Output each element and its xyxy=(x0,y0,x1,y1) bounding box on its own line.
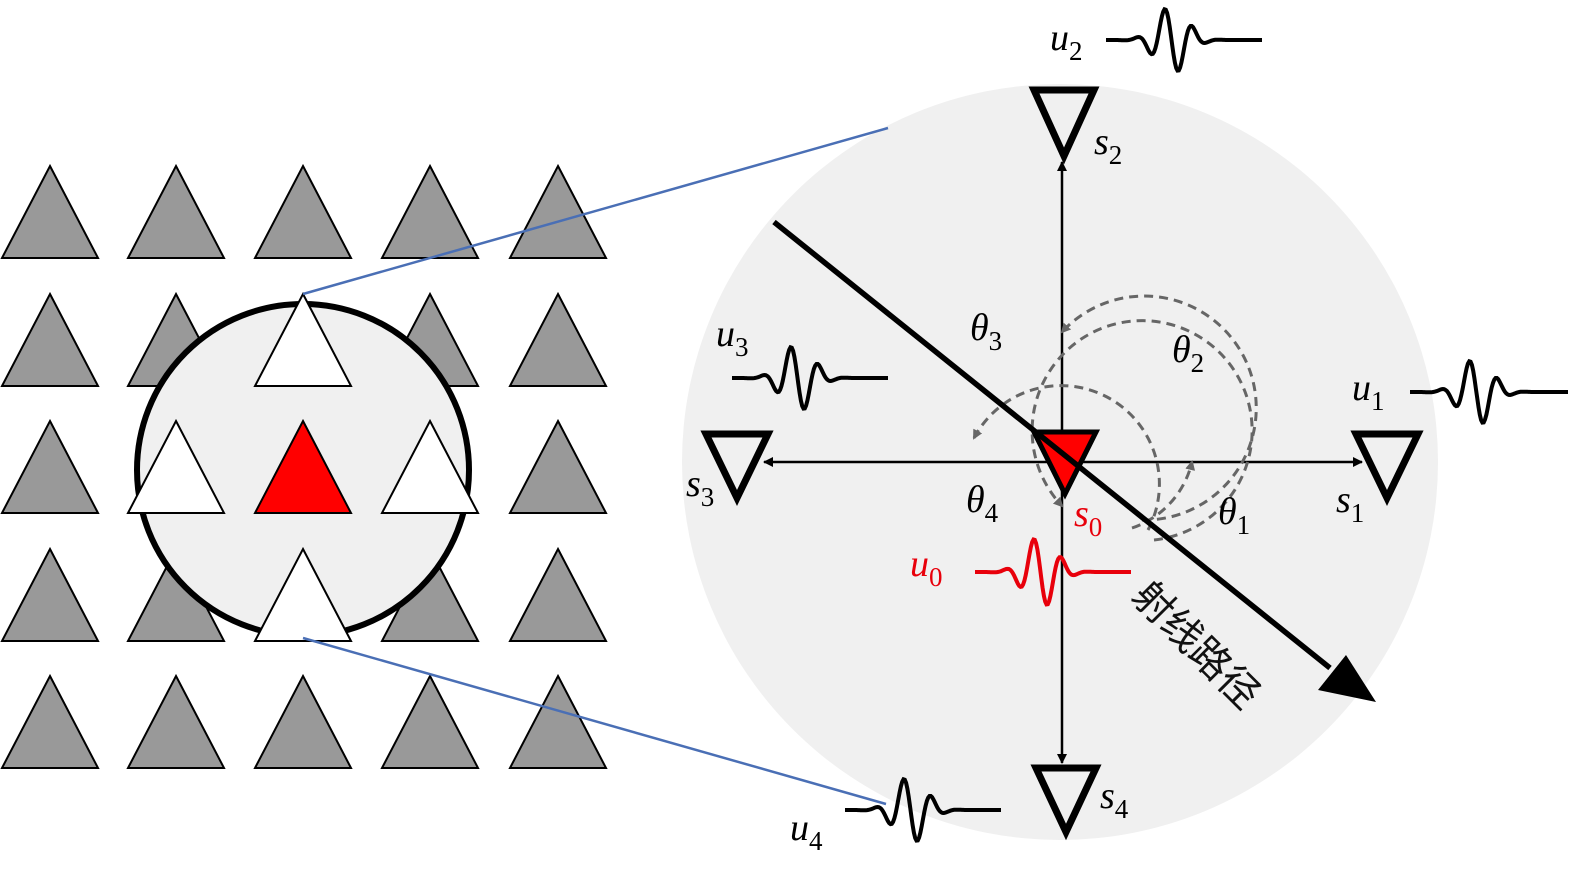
center-station xyxy=(253,418,353,514)
neighborhood-stations xyxy=(126,291,480,642)
grid-station xyxy=(380,163,480,259)
grid-station xyxy=(508,418,608,514)
neighbor-station xyxy=(380,418,480,514)
waveform-u3 xyxy=(732,344,888,411)
label-u4: u4 xyxy=(790,807,823,856)
grid-station xyxy=(508,163,608,259)
grid-station xyxy=(0,291,100,387)
arc-theta4 xyxy=(1030,319,1254,542)
label-u1: u1 xyxy=(1352,367,1385,416)
grid-station xyxy=(0,673,100,769)
waveform-u4 xyxy=(845,776,1001,843)
label-s2: s2 xyxy=(1094,121,1122,170)
label-s3: s3 xyxy=(686,463,714,512)
grid-station xyxy=(253,163,353,259)
label-s0: s0 xyxy=(1074,493,1102,542)
grid-station xyxy=(380,673,480,769)
label-u0: u0 xyxy=(910,543,943,592)
grid-station xyxy=(508,546,608,642)
station-grid xyxy=(0,163,608,769)
station-s0 xyxy=(1029,429,1101,500)
connector-line-top xyxy=(302,126,889,296)
label-u2: u2 xyxy=(1050,17,1083,66)
grid-station xyxy=(0,418,100,514)
ray-path-line xyxy=(772,219,1332,671)
arc-theta2 xyxy=(1060,294,1258,522)
label-u3: u3 xyxy=(716,313,749,362)
waveform-u0 xyxy=(975,537,1131,607)
grid-station xyxy=(508,291,608,387)
station-s2 xyxy=(1028,86,1100,165)
grid-station xyxy=(0,546,100,642)
ray-path-arrowhead xyxy=(1318,655,1376,702)
label-s4: s4 xyxy=(1100,775,1129,824)
label-theta1: θ1 xyxy=(1218,491,1250,540)
neighbor-station xyxy=(253,291,353,387)
grid-station xyxy=(508,673,608,769)
waveform-u2 xyxy=(1106,6,1262,73)
label-theta2: θ2 xyxy=(1172,329,1204,378)
grid-station xyxy=(253,673,353,769)
grid-station xyxy=(0,163,100,259)
label-theta4: θ4 xyxy=(966,479,999,528)
waveform-u1 xyxy=(1410,358,1568,425)
neighbor-station xyxy=(253,546,353,642)
zoom-stations xyxy=(700,86,1424,841)
station-s1 xyxy=(1350,430,1424,507)
connector-line-bottom xyxy=(302,636,887,806)
station-s3 xyxy=(700,430,774,507)
label-s1: s1 xyxy=(1336,479,1364,528)
label-theta3: θ3 xyxy=(970,307,1002,356)
grid-station xyxy=(126,163,226,259)
neighbor-station xyxy=(126,418,226,514)
arc-theta1 xyxy=(1131,460,1196,530)
grid-station xyxy=(126,673,226,769)
station-s4 xyxy=(1030,764,1102,841)
